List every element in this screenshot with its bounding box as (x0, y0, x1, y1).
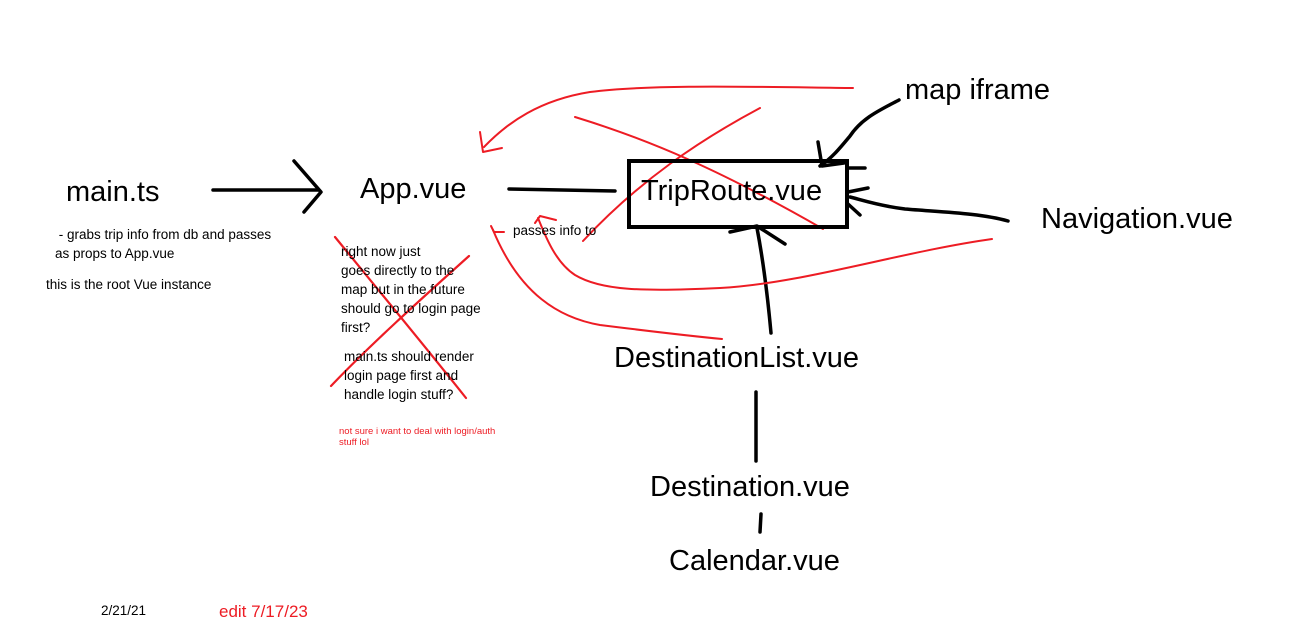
node-destinationlist-vue: DestinationList.vue (614, 342, 860, 374)
red-arrow-destinationlist (492, 229, 723, 340)
edge-label-passes-info: passes info to (513, 223, 597, 238)
edge-destinationlist-to-triproute (755, 226, 773, 335)
node-map-iframe: map iframe (905, 74, 1051, 106)
arrow-main-to-app-head (292, 159, 323, 214)
red-cross-note-a (333, 235, 468, 400)
edge-app-to-triproute (507, 187, 617, 193)
red-arrow-top-head (479, 131, 503, 153)
date-label: 2/21/21 (101, 603, 147, 618)
node-app-vue: App.vue (360, 173, 467, 205)
red-arrow-top (483, 85, 854, 148)
edge-triproute-stub-2 (846, 186, 870, 194)
edge-navigation-to-triproute (848, 195, 1010, 223)
note-root-instance: this is the root Vue instance (46, 277, 212, 292)
node-main-ts: main.ts (66, 176, 160, 208)
note-app-login-future: right now just goes directly to the map … (341, 244, 481, 335)
edge-triproute-stub-3 (846, 202, 862, 217)
node-calendar-vue: Calendar.vue (669, 545, 840, 577)
red-arrow-destinationlist-head (490, 225, 505, 233)
node-triproute-vue: TripRoute.vue (641, 175, 823, 207)
red-arrow-bottom-head (534, 215, 557, 224)
edge-map-iframe-head (816, 140, 846, 168)
red-arrow-bottom (537, 217, 993, 291)
red-cross-note-b (329, 254, 471, 388)
edge-map-iframe-to-triproute (818, 98, 901, 168)
red-cross-triproute-b (582, 107, 761, 242)
node-destination-vue: Destination.vue (650, 471, 850, 503)
note-main-ts-description: - grabs trip info from db and passes as … (55, 227, 272, 261)
triproute-box (627, 159, 849, 229)
note-auth-red: not sure i want to deal with login/auth … (339, 426, 496, 448)
note-main-ts-login: main.ts should render login page first a… (344, 349, 474, 402)
node-navigation-vue: Navigation.vue (1041, 203, 1233, 235)
edge-calendar-to-destination (758, 512, 763, 534)
edit-date-label: edit 7/17/23 (219, 602, 308, 621)
